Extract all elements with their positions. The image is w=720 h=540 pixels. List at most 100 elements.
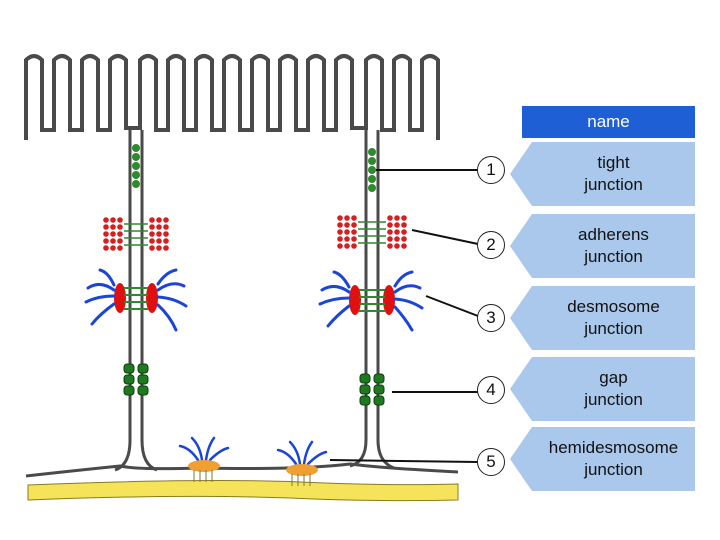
adherens-dot: [337, 243, 343, 249]
hemidesmosome-left: [178, 436, 230, 482]
adherens-dot: [351, 222, 357, 228]
adherens-dot: [156, 217, 162, 223]
adherens-dot: [103, 231, 109, 237]
legend-tag-2: adherens junction: [510, 214, 695, 278]
adherens-dot: [387, 236, 393, 242]
legend-tag-4: gap junction: [510, 357, 695, 421]
adherens-dot: [387, 243, 393, 249]
adherens-dot: [344, 236, 350, 242]
legend-number-badge: 3: [477, 304, 505, 332]
adherens-junction-left: [103, 217, 169, 251]
adherens-dot: [117, 245, 123, 251]
legend-tag-1: tight junction: [510, 142, 695, 206]
tag-shape: [510, 427, 695, 491]
adherens-dot: [110, 231, 116, 237]
legend-number-badge: 1: [477, 156, 505, 184]
adherens-dot: [117, 238, 123, 244]
adherens-dot: [163, 224, 169, 230]
tight-junction-right: [368, 148, 376, 192]
adherens-junction-right: [337, 215, 407, 249]
leader-line-2: [411, 229, 479, 245]
gap-junction-right: [359, 373, 385, 406]
adherens-dot: [344, 243, 350, 249]
adherens-dot: [351, 243, 357, 249]
legend-number-badge: 2: [477, 231, 505, 259]
tag-shape: [510, 357, 695, 421]
adherens-dot: [149, 217, 155, 223]
leader-line-3: [425, 295, 479, 317]
adherens-dot: [387, 229, 393, 235]
adherens-dot: [401, 236, 407, 242]
adherens-dot: [351, 229, 357, 235]
legend-label: hemidesmosome junction: [548, 438, 679, 479]
adherens-dot: [163, 217, 169, 223]
adherens-dot: [163, 238, 169, 244]
adherens-dot: [117, 224, 123, 230]
adherens-dot: [387, 222, 393, 228]
adherens-dot: [401, 229, 407, 235]
adherens-dot: [394, 215, 400, 221]
microvilli-membrane: [24, 54, 440, 140]
adherens-dot: [337, 222, 343, 228]
legend-label: gap junction: [584, 368, 643, 409]
adherens-dot: [344, 215, 350, 221]
adherens-dot: [156, 238, 162, 244]
adherens-dot: [103, 238, 109, 244]
adherens-dot: [156, 224, 162, 230]
adherens-dot: [110, 224, 116, 230]
adherens-dot: [394, 229, 400, 235]
basal-membrane: [25, 462, 459, 478]
right-cell-boundary: [349, 130, 395, 470]
adherens-dot: [387, 215, 393, 221]
desmosome-right: [318, 270, 424, 332]
legend-label: desmosome junction: [567, 297, 660, 338]
adherens-dot: [337, 229, 343, 235]
adherens-dot: [117, 217, 123, 223]
adherens-dot: [337, 215, 343, 221]
adherens-dot: [163, 245, 169, 251]
adherens-dot: [344, 229, 350, 235]
adherens-dot: [401, 222, 407, 228]
adherens-dot: [394, 222, 400, 228]
legend-tag-3: desmosome junction: [510, 286, 695, 350]
adherens-dot: [163, 231, 169, 237]
legend-tag-5: hemidesmosome junction: [510, 427, 695, 491]
adherens-dot: [103, 217, 109, 223]
adherens-dot: [110, 245, 116, 251]
adherens-dot: [156, 231, 162, 237]
adherens-dot: [149, 238, 155, 244]
legend-label: tight junction: [584, 153, 643, 194]
adherens-dot: [103, 245, 109, 251]
adherens-dot: [149, 231, 155, 237]
legend-label: adherens junction: [578, 225, 649, 266]
adherens-dot: [149, 245, 155, 251]
leader-lines: [329, 169, 479, 463]
tag-shape: [510, 214, 695, 278]
adherens-dot: [337, 236, 343, 242]
tight-junction-left: [132, 144, 140, 188]
adherens-dot: [103, 224, 109, 230]
leader-line-5: [329, 459, 479, 463]
adherens-dot: [156, 245, 162, 251]
desmosome-left: [84, 268, 188, 332]
adherens-dot: [394, 236, 400, 242]
tag-shape: [510, 286, 695, 350]
adherens-dot: [401, 215, 407, 221]
adherens-dot: [351, 236, 357, 242]
adherens-dot: [110, 217, 116, 223]
legend-number-badge: 4: [477, 376, 505, 404]
left-cell-boundary: [114, 130, 158, 472]
basal-lamina: [27, 480, 459, 502]
adherens-dot: [117, 231, 123, 237]
legend-number-badge: 5: [477, 448, 505, 476]
gap-junction-left: [123, 363, 149, 396]
adherens-dot: [394, 243, 400, 249]
adherens-dot: [344, 222, 350, 228]
legend-header: name: [522, 106, 695, 138]
adherens-dot: [401, 243, 407, 249]
adherens-dot: [110, 238, 116, 244]
hemidesmosome-right: [276, 440, 328, 486]
adherens-dot: [149, 224, 155, 230]
tag-shape: [510, 142, 695, 206]
